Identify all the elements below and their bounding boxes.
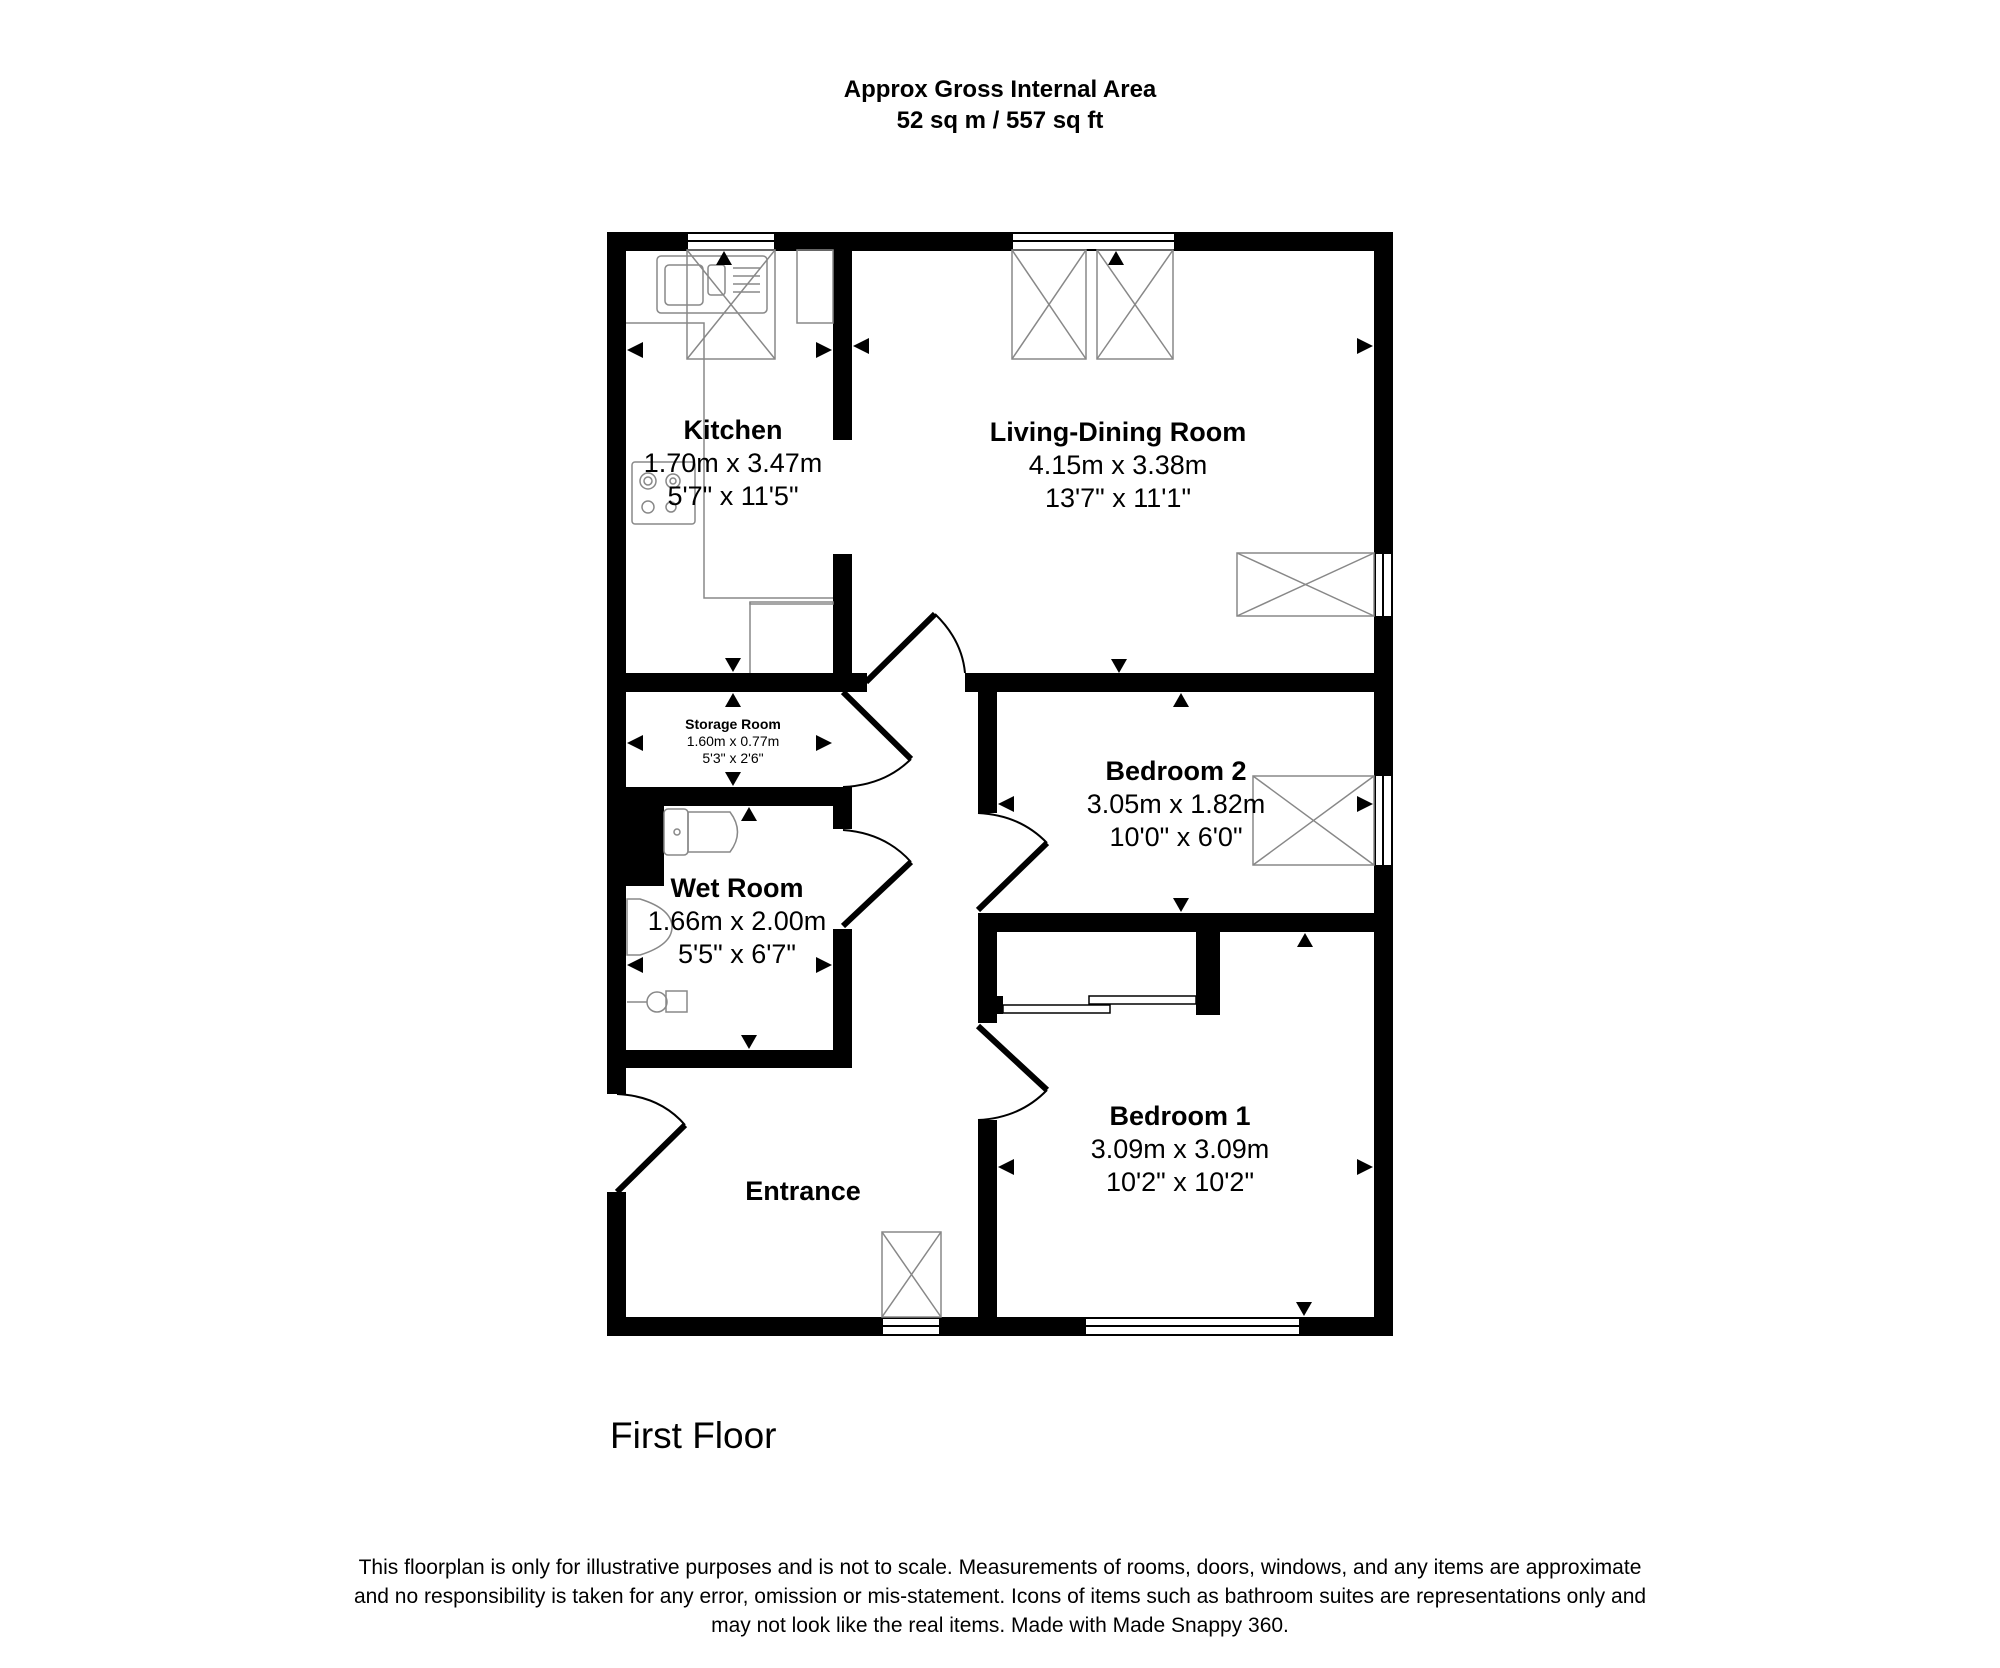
room-name: Bedroom 2 <box>1105 756 1247 786</box>
room-imperial: 5'5" x 6'7" <box>677 939 797 969</box>
doors <box>614 611 1050 1195</box>
area-title: Approx Gross Internal Area <box>843 76 1157 103</box>
room-entrance: Entrance <box>745 1175 861 1208</box>
room-living-dining: Living-Dining Room 4.15m x 3.38m 13'7" x… <box>990 416 1246 515</box>
room-name: Wet Room <box>670 873 804 903</box>
room-name: Kitchen <box>683 415 783 445</box>
room-name: Bedroom 1 <box>1109 1101 1251 1131</box>
room-metric: 1.66m x 2.00m <box>647 906 827 936</box>
room-storage: Storage Room 1.60m x 0.77m 5'3" x 2'6" <box>685 716 781 767</box>
room-metric: 3.09m x 3.09m <box>1090 1134 1270 1164</box>
room-metric: 1.70m x 3.47m <box>643 448 823 478</box>
room-imperial: 5'3" x 2'6" <box>702 750 764 766</box>
room-bedroom-2: Bedroom 2 3.05m x 1.82m 10'0" x 6'0" <box>1087 755 1266 854</box>
room-name: Living-Dining Room <box>989 417 1247 447</box>
room-name: Storage Room <box>685 716 781 732</box>
disclaimer-line: This floorplan is only for illustrative … <box>358 1556 1642 1579</box>
disclaimer-line: and no responsibility is taken for any e… <box>353 1585 1647 1608</box>
room-imperial: 10'0" x 6'0" <box>1109 822 1243 852</box>
room-metric: 4.15m x 3.38m <box>1028 450 1208 480</box>
walls <box>607 232 1393 1336</box>
room-imperial: 10'2" x 10'2" <box>1105 1167 1255 1197</box>
fixtures <box>626 249 1375 1318</box>
room-bedroom-1: Bedroom 1 3.09m x 3.09m 10'2" x 10'2" <box>1091 1100 1270 1199</box>
measurement-arrows <box>627 251 1373 1316</box>
room-name: Entrance <box>745 1176 861 1206</box>
room-imperial: 13'7" x 11'1" <box>1044 483 1192 513</box>
room-metric: 3.05m x 1.82m <box>1086 789 1266 819</box>
disclaimer-line: may not look like the real items. Made w… <box>711 1614 1289 1637</box>
room-imperial: 5'7" x 11'5" <box>667 481 799 511</box>
room-wet-room: Wet Room 1.66m x 2.00m 5'5" x 6'7" <box>648 872 827 971</box>
room-metric: 1.60m x 0.77m <box>686 733 780 749</box>
room-kitchen: Kitchen 1.70m x 3.47m 5'7" x 11'5" <box>644 414 823 513</box>
disclaimer: This floorplan is only for illustrative … <box>0 1553 2000 1640</box>
wardrobe-sliding-doors <box>1002 995 1197 1014</box>
floor-label: First Floor <box>610 1415 777 1456</box>
area-value: 52 sq m / 557 sq ft <box>896 107 1104 134</box>
area-header: Approx Gross Internal Area 52 sq m / 557… <box>0 74 2000 136</box>
windows <box>686 232 1393 1336</box>
